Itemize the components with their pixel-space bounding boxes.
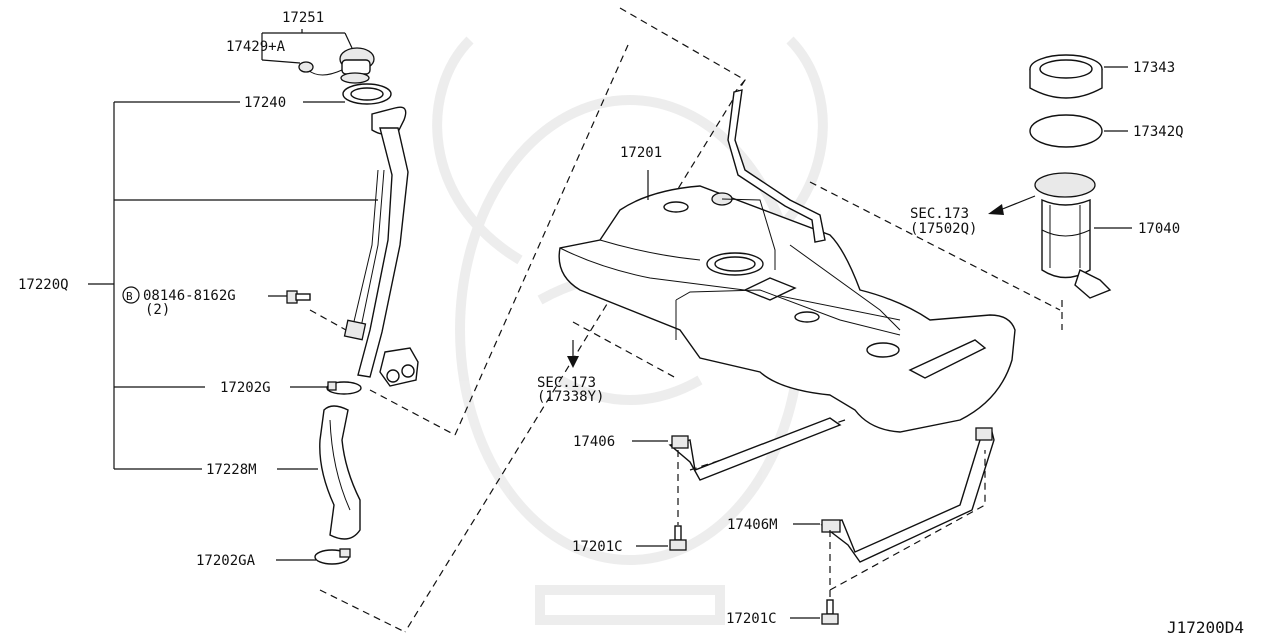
label-17201: 17201 xyxy=(620,145,662,161)
label-sec173-a-ref: (17338Y) xyxy=(537,389,604,405)
label-sec173-b: SEC.173 xyxy=(910,206,969,222)
label-17040: 17040 xyxy=(1138,221,1180,237)
o-ring-17342Q xyxy=(1029,114,1103,148)
label-sec173-a: SEC.173 xyxy=(537,375,596,391)
label-17202GA: 17202GA xyxy=(196,553,256,569)
label-17251: 17251 xyxy=(282,10,324,26)
hose-clamp-17202GA xyxy=(314,548,351,565)
install-line-hose xyxy=(319,589,406,633)
label-17220Q: 17220Q xyxy=(18,277,69,293)
filler-hose-17228M xyxy=(319,405,361,540)
fuel-pump-17040 xyxy=(1034,172,1112,299)
label-17228M: 17228M xyxy=(206,462,257,478)
strap-bolt-17201C-b xyxy=(821,599,839,625)
leader-lines xyxy=(88,29,1132,619)
filler-gasket xyxy=(342,83,392,105)
strap-bolt-line-b xyxy=(829,450,986,600)
arrow-sec173a xyxy=(567,340,579,368)
filler-cap-assembly xyxy=(298,47,375,84)
label-17201C-b: 17201C xyxy=(726,611,777,627)
bolt-type-circle xyxy=(122,286,140,304)
label-17343: 17343 xyxy=(1133,60,1175,76)
arrow-sec173b xyxy=(988,195,1036,215)
label-17406M: 17406M xyxy=(727,517,778,533)
filler-neck-tube xyxy=(343,106,419,387)
strap-bolt-17201C-a xyxy=(669,525,687,551)
fuel-tank-17201 xyxy=(558,89,1016,433)
diagram-id: J17200D4 xyxy=(1167,618,1244,637)
label-17201C-a: 17201C xyxy=(572,539,623,555)
install-line-neck xyxy=(369,389,456,436)
label-bolt-code: 08146-8162G xyxy=(143,288,236,304)
label-17406: 17406 xyxy=(573,434,615,450)
label-17342Q: 17342Q xyxy=(1133,124,1184,140)
lock-ring-17343 xyxy=(1029,54,1103,99)
label-bolt-qty: (2) xyxy=(145,302,170,318)
label-17429A: 17429+A xyxy=(226,39,286,55)
install-frame-top xyxy=(734,79,1061,311)
bolt-08146 xyxy=(286,290,347,331)
tank-strap-17406 xyxy=(668,417,842,481)
tank-strap-17406M xyxy=(820,427,995,563)
label-17202G: 17202G xyxy=(220,380,271,396)
label-bolt-type: B xyxy=(126,290,133,303)
hose-clamp-17202G xyxy=(326,381,362,395)
label-sec173-b-ref: (17502Q) xyxy=(910,221,977,237)
label-17240: 17240 xyxy=(244,95,286,111)
